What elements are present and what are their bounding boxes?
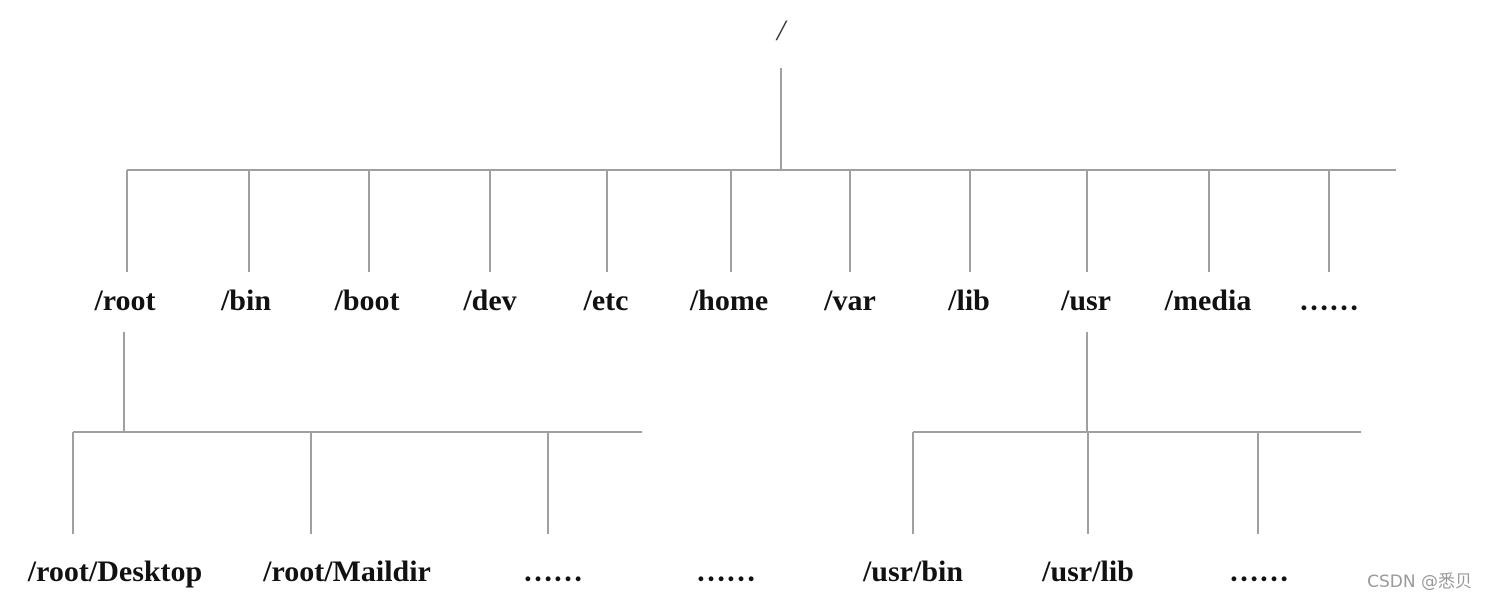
middle-ellipsis: …… (696, 555, 756, 588)
dir-root-more-ellipsis: …… (523, 555, 583, 588)
dir-more-ellipsis: …… (1299, 284, 1359, 317)
dir-root-desktop: /root/Desktop (27, 555, 203, 588)
dir-usr-lib: /usr/lib (1042, 555, 1134, 588)
dir-home: /home (689, 284, 769, 317)
dir-etc: /etc (583, 284, 629, 317)
dir-bin: /bin (220, 284, 272, 317)
dir-usr: /usr (1060, 284, 1112, 317)
dir-root-maildir: /root/Maildir (263, 555, 431, 588)
dir-boot: /boot (334, 284, 400, 317)
dir-var: /var (824, 284, 876, 317)
dir-usr-bin: /usr/bin (862, 555, 964, 588)
dir-media: /media (1164, 284, 1252, 317)
dir-usr-more-ellipsis: …… (1229, 555, 1289, 588)
dir-dev: /dev (463, 284, 517, 317)
csdn-watermark: CSDN @悉贝 (1367, 572, 1472, 592)
dir-lib: /lib (948, 284, 990, 317)
root-directory-label: / (776, 14, 786, 47)
dir-root: /root (94, 284, 156, 317)
